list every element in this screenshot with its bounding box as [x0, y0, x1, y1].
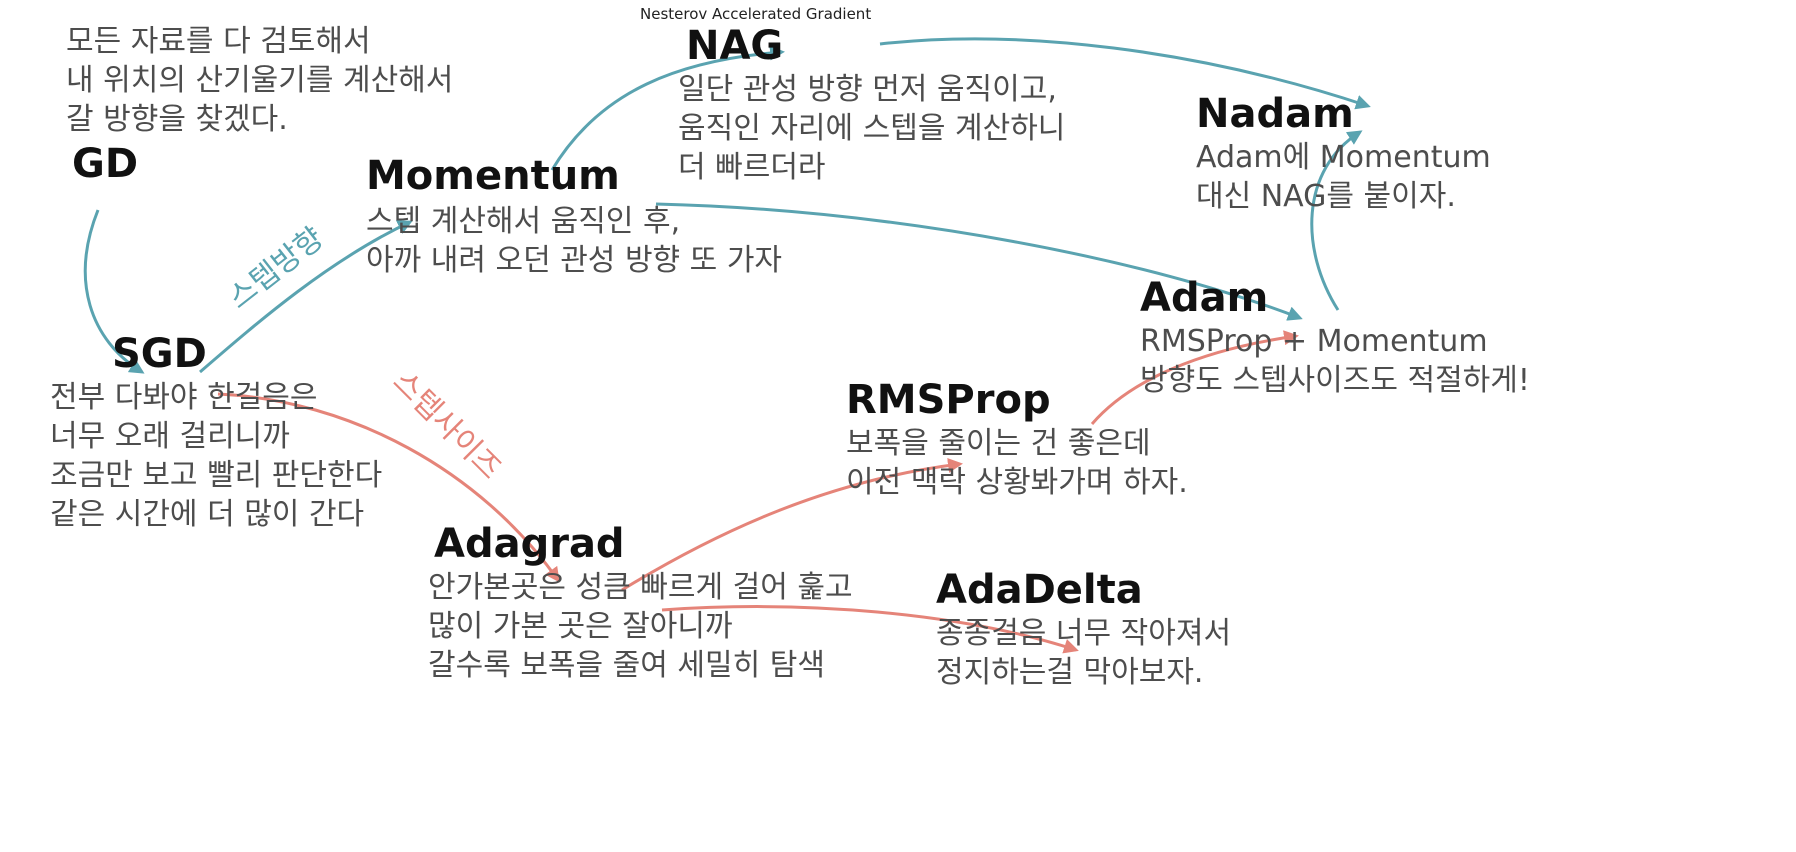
edge-momentum-nag — [550, 45, 785, 171]
node-adadelta-desc-line: 정지하는걸 막아보자. — [936, 655, 1204, 690]
node-nag-desc-line: 더 빠르더라 — [678, 150, 826, 185]
node-nag-desc-line: 일단 관성 방향 먼저 움직이고, — [678, 72, 1057, 107]
edge-momentum-adam — [655, 202, 1303, 321]
node-momentum-title: Momentum — [366, 153, 620, 199]
node-gd-title: GD — [72, 141, 139, 187]
node-adadelta-desc: 종종걸음 너무 작아져서 정지하는걸 막아보자. — [936, 614, 1231, 692]
node-rmsprop-desc-line: 이전 맥락 상황봐가며 하자. — [846, 465, 1188, 500]
node-gd-desc-line: 내 위치의 산기울기를 계산해서 — [66, 63, 454, 98]
node-adagrad-desc-line: 안가본곳은 성큼 빠르게 걸어 훑고 — [428, 570, 853, 605]
edge-gd-sgd — [83, 209, 145, 374]
node-adagrad-desc: 안가본곳은 성큼 빠르게 걸어 훑고 많이 가본 곳은 잘아니까 갈수록 보폭을… — [428, 568, 853, 685]
node-adadelta: AdaDelta 종종걸음 너무 작아져서 정지하는걸 막아보자. — [936, 566, 1231, 692]
node-nadam-desc-line: 대신 NAG를 붙이자. — [1196, 179, 1456, 214]
node-adagrad-title: Adagrad — [434, 521, 625, 567]
node-sgd-desc-line: 조금만 보고 빨리 판단한다 — [50, 458, 383, 493]
edge-nag-nadam — [879, 37, 1371, 110]
node-rmsprop-title: RMSProp — [846, 377, 1051, 423]
node-gd-desc: 모든 자료를 다 검토해서 내 위치의 산기울기를 계산해서 갈 방향을 찾겠다… — [66, 22, 453, 139]
edge-adagrad-rmsprop — [621, 458, 963, 592]
node-gd-desc-line: 모든 자료를 다 검토해서 — [66, 24, 371, 59]
node-momentum: Momentum 스텝 계산해서 움직인 후, 아까 내려 오던 관성 방향 또… — [366, 152, 782, 280]
node-rmsprop: RMSProp 보폭을 줄이는 건 좋은데 이전 맥락 상황봐가며 하자. — [846, 376, 1188, 502]
node-nag-desc: 일단 관성 방향 먼저 움직이고, 움직인 자리에 스텝을 계산하니 더 빠르더… — [678, 70, 1065, 187]
node-adadelta-desc-line: 종종걸음 너무 작아져서 — [936, 616, 1232, 651]
edge-rmsprop-adam — [1090, 330, 1299, 425]
node-nag: NAG 일단 관성 방향 먼저 움직이고, 움직인 자리에 스텝을 계산하니 더… — [678, 22, 1065, 187]
node-nadam-desc: Adam에 Momentum 대신 NAG를 붙이자. — [1196, 138, 1491, 216]
node-adam-desc-line: RMSProp + Momentum — [1140, 324, 1488, 359]
node-adam-desc-line: 방향도 스텝사이즈도 적절하게! — [1140, 363, 1530, 398]
node-nadam-desc-line: Adam에 Momentum — [1196, 140, 1491, 175]
edge-sgd-adagrad — [217, 392, 560, 583]
node-momentum-desc-line: 아까 내려 오던 관성 방향 또 가자 — [366, 243, 783, 278]
node-nag-desc-line: 움직인 자리에 스텝을 계산하니 — [678, 111, 1066, 146]
edge-adagrad-adadelta — [661, 605, 1079, 654]
node-sgd-desc: 전부 다봐야 한걸음은 너무 오래 걸리니까 조금만 보고 빨리 판단한다 같은… — [50, 378, 382, 534]
node-adam-title: Adam — [1140, 275, 1269, 321]
edge-adam-nadam — [1310, 130, 1363, 311]
node-nag-subtitle: Nesterov Accelerated Gradient — [640, 5, 872, 23]
node-nadam-title: Nadam — [1196, 91, 1354, 137]
node-nag-title: NAG — [686, 23, 784, 69]
node-rmsprop-desc-line: 보폭을 줄이는 건 좋은데 — [846, 426, 1151, 461]
edge-label-step-size: 스텝사이즈 — [386, 364, 508, 486]
node-adadelta-title: AdaDelta — [936, 567, 1143, 613]
node-sgd-desc-line: 전부 다봐야 한걸음은 — [50, 380, 318, 415]
node-sgd-desc-line: 같은 시간에 더 많이 간다 — [50, 497, 365, 532]
node-sgd-desc-line: 너무 오래 걸리니까 — [50, 419, 290, 454]
node-adagrad-desc-line: 갈수록 보폭을 줄여 세밀히 탐색 — [428, 648, 825, 683]
node-adagrad: Adagrad 안가본곳은 성큼 빠르게 걸어 훑고 많이 가본 곳은 잘아니까… — [428, 520, 853, 685]
edge-label-step-direction: 스텝방향 — [222, 221, 331, 317]
node-gd-desc-line: 갈 방향을 찾겠다. — [66, 102, 288, 137]
node-gd: 모든 자료를 다 검토해서 내 위치의 산기울기를 계산해서 갈 방향을 찾겠다… — [66, 22, 453, 139]
edge-sgd-momentum — [199, 220, 413, 374]
node-sgd-title: SGD — [112, 331, 207, 377]
node-adam-desc: RMSProp + Momentum 방향도 스텝사이즈도 적절하게! — [1140, 322, 1530, 400]
node-rmsprop-desc: 보폭을 줄이는 건 좋은데 이전 맥락 상황봐가며 하자. — [846, 424, 1188, 502]
node-adagrad-desc-line: 많이 가본 곳은 잘아니까 — [428, 609, 733, 644]
node-momentum-desc-line: 스텝 계산해서 움직인 후, — [366, 204, 681, 239]
node-adam: Adam RMSProp + Momentum 방향도 스텝사이즈도 적절하게! — [1140, 274, 1530, 400]
node-sgd: SGD 전부 다봐야 한걸음은 너무 오래 걸리니까 조금만 보고 빨리 판단한… — [50, 330, 382, 534]
node-momentum-desc: 스텝 계산해서 움직인 후, 아까 내려 오던 관성 방향 또 가자 — [366, 202, 782, 280]
node-nadam: Nadam Adam에 Momentum 대신 NAG를 붙이자. — [1196, 90, 1491, 216]
